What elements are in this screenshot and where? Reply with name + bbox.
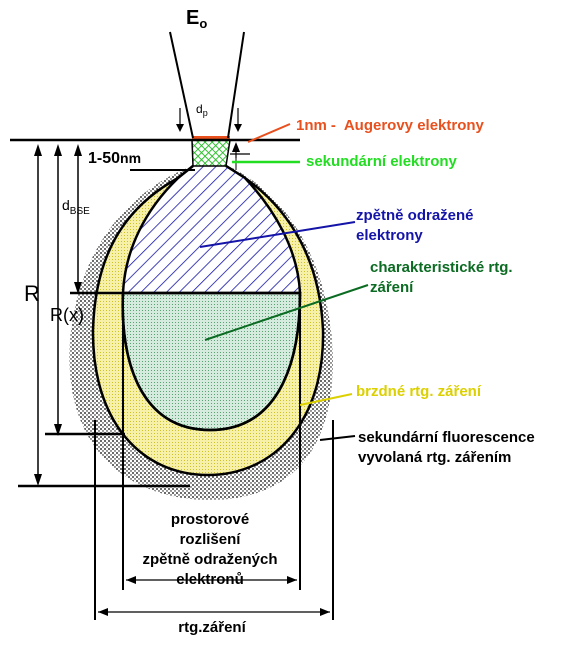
xray-resolution-label: rtg.záření [178, 619, 246, 636]
resolution-label-4: elektronů [176, 571, 244, 588]
inner-outline [121, 164, 302, 432]
resolution-label-2: rozlišení [180, 531, 242, 548]
secondary-depth-label: 1-50nm [88, 150, 141, 167]
fluorescence-label-2: vyvolaná rtg. zářením [358, 449, 511, 466]
bremsstrahlung-callout [299, 393, 353, 406]
backscattered-region [123, 166, 300, 293]
beam-label: Eo [186, 7, 207, 31]
bremsstrahlung-label: brzdné rtg. záření [356, 383, 482, 400]
backscattered-label-1: zpětně odražené [356, 207, 474, 224]
characteristic-label-2: záření [370, 279, 414, 296]
probe-diameter-label: dp [196, 102, 208, 118]
secondary-label: sekundární elektrony [306, 153, 458, 170]
dbse-label: dBSE [62, 197, 90, 217]
fluorescence-label-1: sekundární fluorescence [358, 429, 535, 446]
auger-layer [192, 136, 230, 141]
beam-right [227, 31, 245, 139]
secondary-electron-region [191, 139, 231, 167]
beam-left [169, 31, 194, 139]
backscattered-label-2: elektrony [356, 227, 423, 244]
fluorescence-callout [319, 435, 356, 441]
Rx-label: R(x) [50, 305, 84, 325]
backscattered-callout [199, 221, 356, 248]
R-label: R [24, 281, 40, 306]
characteristic-callout [204, 284, 369, 341]
characteristic-label-1: charakteristické rtg. [370, 259, 513, 276]
resolution-label-1: prostorové [171, 511, 249, 528]
auger-callout [247, 123, 291, 143]
auger-label: 1nm-Augerovy elektrony [296, 117, 485, 134]
resolution-label-3: zpětně odražených [142, 551, 277, 568]
